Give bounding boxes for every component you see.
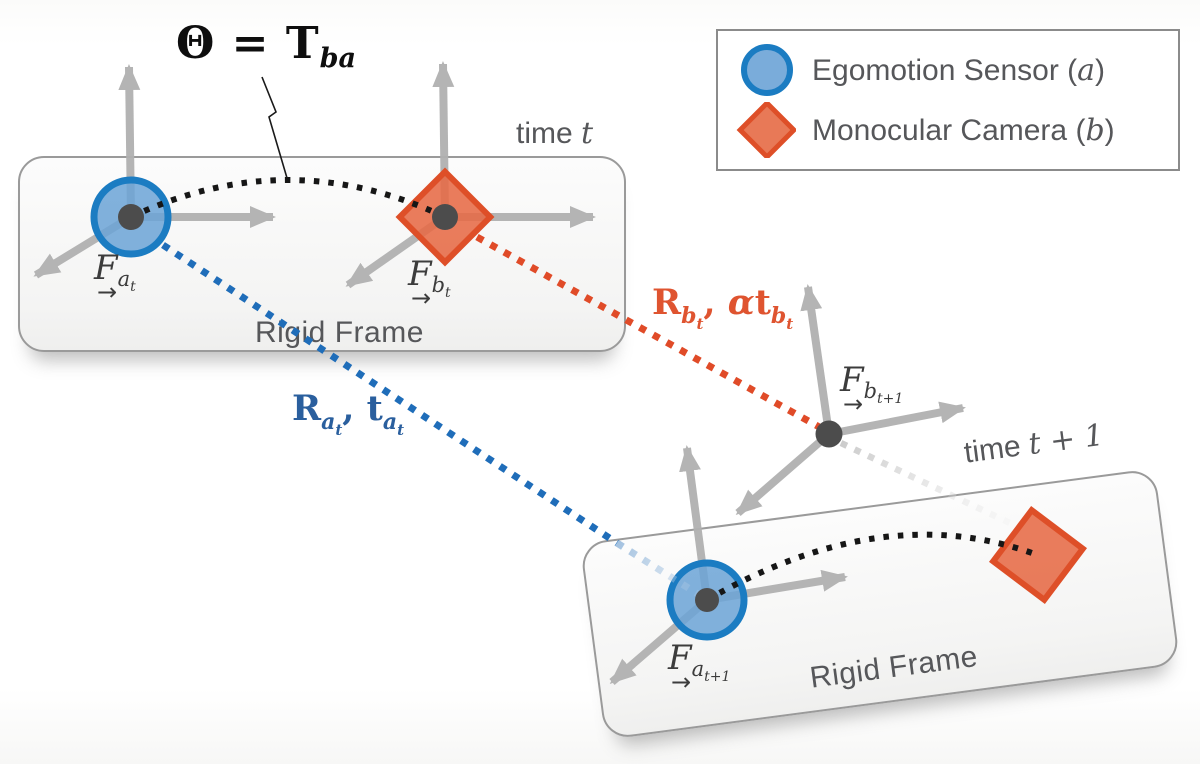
sensor-motion-path [161,242,619,546]
axes-camera-t [345,61,596,289]
frame-label-b-t: F→bt [408,254,451,312]
time-t-label: time t [516,116,594,151]
axes-camera-t-plus-1 [735,284,966,517]
origin-dot-sensor-t [118,204,144,230]
legend: Egomotion Sensor (a) Monocular Camera (b… [716,29,1180,171]
sensor-transform-label: Rat, tat [292,388,405,439]
formula-theta-tba: Θ = Tba [176,18,356,74]
camera-transform-label: Rbt, αtbt [652,282,794,333]
camera-motion-path [475,233,823,432]
sensor-motion-path-fade [615,540,703,599]
frame-label-a-t-plus-1: F→at+1 [668,638,731,696]
formula-pointer-line [261,76,288,179]
legend-item-egomotion-sensor: Egomotion Sensor (a) [734,42,1162,98]
camera-frame-link-fade [839,440,1014,527]
legend-item-monocular-camera: Monocular Camera (b) [734,102,1162,158]
egomotion-sensor-icon [741,44,793,96]
legend-label-monocular-camera: Monocular Camera (b) [812,112,1115,148]
extrinsic-arc-t [129,177,447,220]
legend-label-egomotion-sensor: Egomotion Sensor (a) [812,52,1106,88]
frame-label-a-t: F→at [94,248,136,306]
frame-label-b-t-plus-1: F→bt+1 [840,360,904,418]
origin-dot-camera-t [432,204,458,230]
origin-dot-sensor-t-plus-1 [695,588,719,612]
monocular-camera-marker-t-plus-1 [988,505,1088,605]
origin-dot-camera-t-plus-1 [815,420,843,448]
monocular-camera-icon [736,102,796,158]
